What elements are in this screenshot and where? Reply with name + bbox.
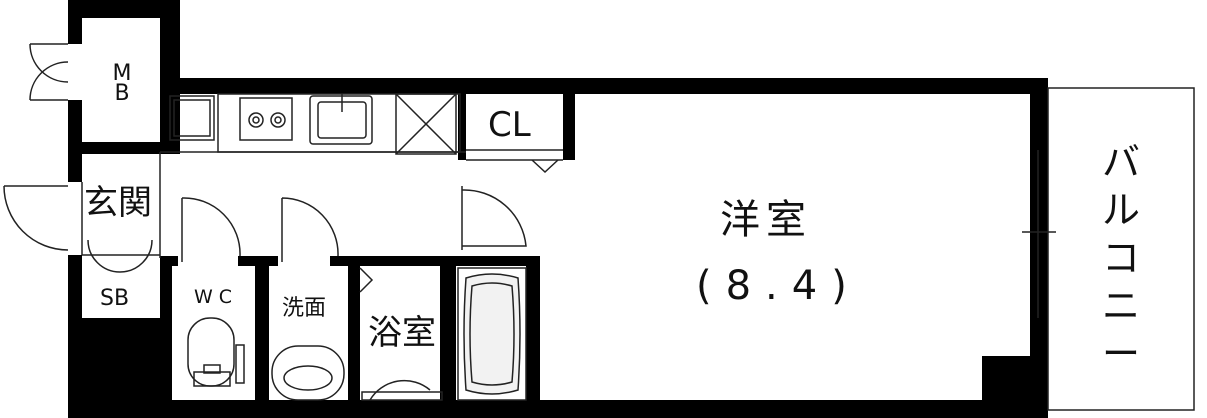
label-western-room-size: (8.4)	[696, 263, 861, 309]
label-wc: WC	[194, 286, 239, 308]
label-bathroom: 浴室	[368, 313, 436, 353]
label-washroom: 洗面	[282, 296, 327, 321]
label-mb: M B	[112, 61, 132, 106]
label-cl: CL	[488, 105, 531, 145]
label-sb: SB	[100, 286, 130, 311]
walls	[68, 0, 1048, 418]
label-balcony: バルコニー	[1101, 140, 1140, 376]
label-western-room: 洋室	[720, 197, 812, 243]
thin-lines	[3, 43, 1195, 411]
bathtub	[457, 267, 527, 401]
label-entrance: 玄関	[84, 183, 152, 223]
